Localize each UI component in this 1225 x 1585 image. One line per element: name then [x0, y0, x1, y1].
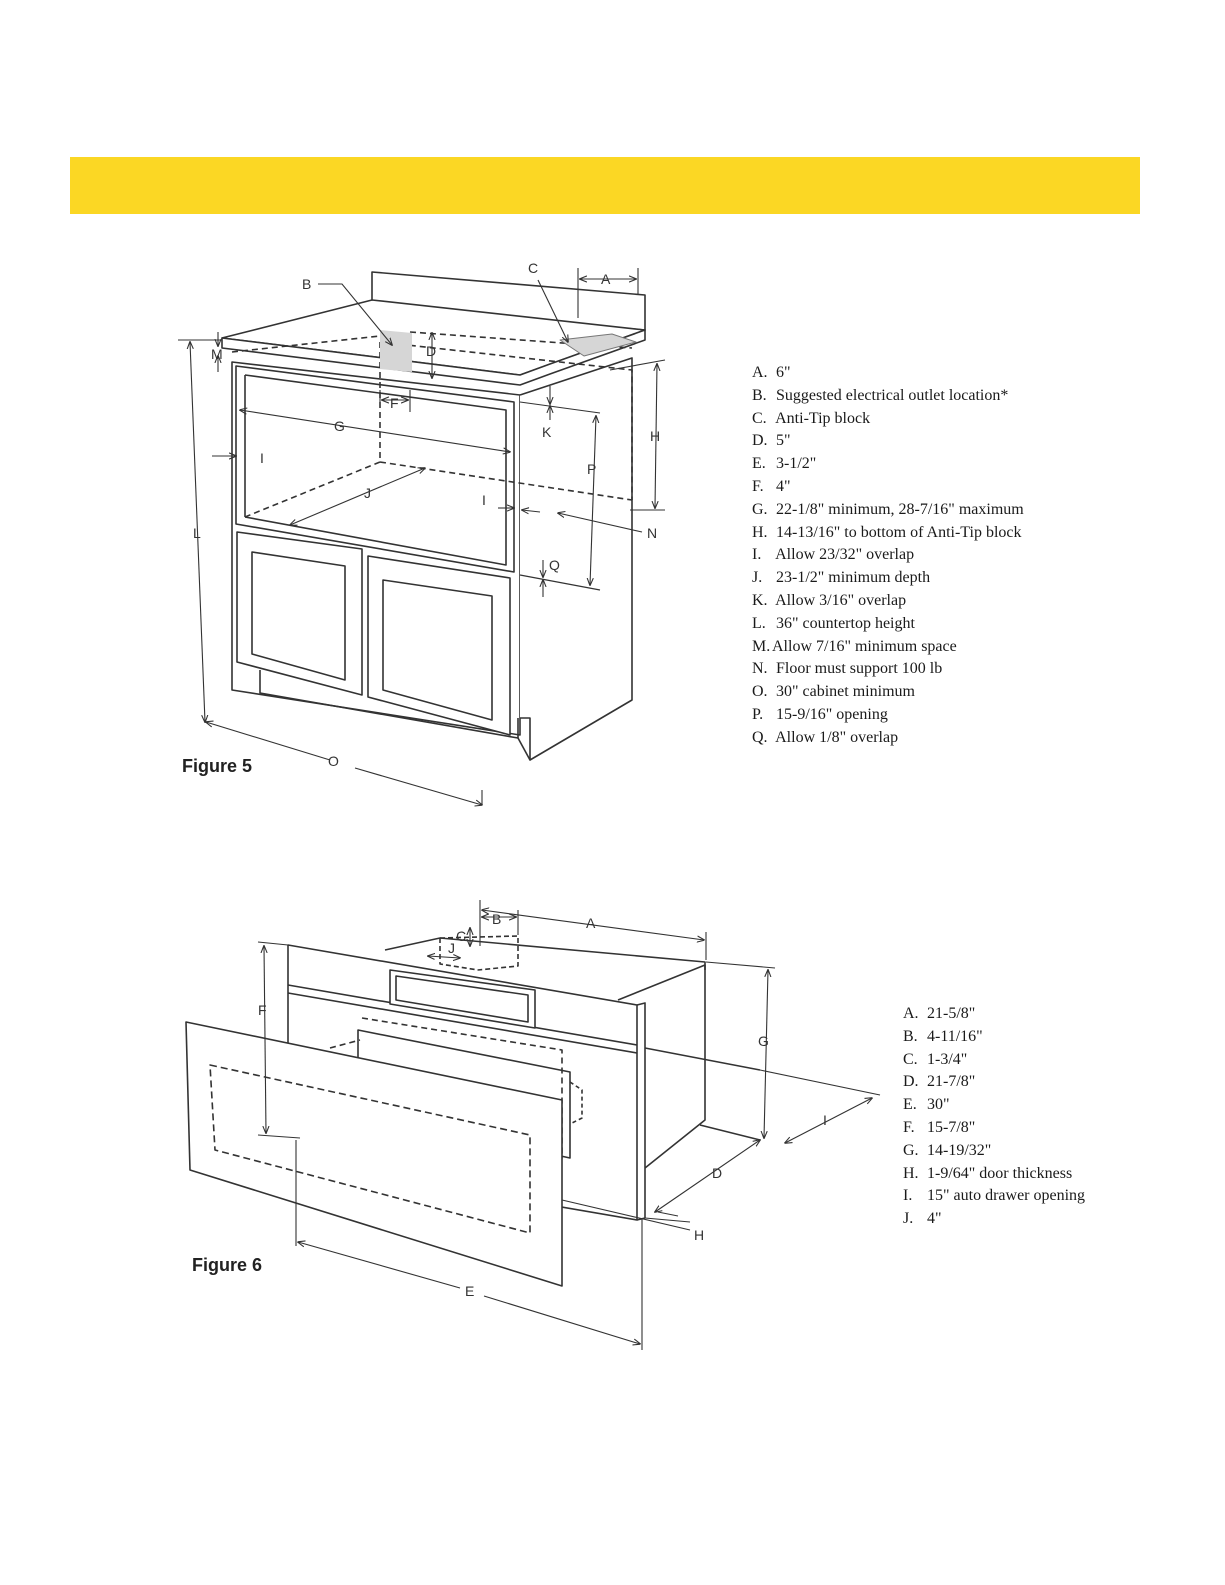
callout-i-right: I [482, 492, 486, 508]
callout-d: D [712, 1165, 722, 1181]
figure6-legend: A. 21-5/8" B. 4-11/16" C. 1-3/4" D. 21-7… [903, 1003, 1085, 1231]
callout-b: B [492, 911, 501, 927]
legend-item-g: G. 22-1/8" minimum, 28-7/16" maximum [752, 500, 1024, 518]
callout-l: L [193, 525, 201, 541]
legend-item-b: B. 4-11/16" [903, 1027, 983, 1045]
legend-item-q: Q. Allow 1/8" overlap [752, 728, 899, 746]
legend-item-h: H. 14-13/16" to bottom of Anti-Tip block [752, 523, 1022, 541]
callout-g: G [334, 418, 345, 434]
callout-b: B [302, 276, 311, 292]
callout-a: A [586, 915, 596, 931]
legend-item-b: B. Suggested electrical outlet location* [752, 386, 1009, 404]
legend-item-f: F. 4" [752, 477, 791, 495]
figure6-drawing [185, 935, 761, 1287]
callout-e: E [465, 1283, 474, 1299]
legend-item-k: K. Allow 3/16" overlap [752, 591, 907, 609]
legend-item-l: L. 36" countertop height [752, 614, 915, 632]
callout-j: J [364, 485, 371, 501]
callout-h: H [650, 428, 660, 444]
legend-item-i: I. 15" auto drawer opening [903, 1187, 1086, 1205]
legend-item-j: J. 23-1/2" minimum depth [752, 569, 931, 587]
legend-item-f: F. 15-7/8" [903, 1118, 976, 1136]
figure5-caption: Figure 5 [182, 756, 253, 776]
legend-item-h: H. 1-9/64" door thickness [903, 1164, 1073, 1182]
figure6-caption: Figure 6 [192, 1255, 263, 1275]
callout-a: A [601, 271, 611, 287]
figure5-callouts: B C A D F G I J I K P H N Q M L O [193, 260, 660, 769]
callout-i: I [823, 1112, 827, 1128]
callout-i-left: I [260, 450, 264, 466]
legend-item-a: A. 21-5/8" [903, 1005, 976, 1022]
legend-item-a: A. 6" [752, 364, 791, 381]
legend-item-g: G. 14-19/32" [903, 1141, 992, 1159]
legend-item-j: J. 4" [903, 1210, 942, 1228]
legend-item-c: C. 1-3/4" [903, 1050, 968, 1068]
legend-item-e: E. 3-1/2" [752, 455, 817, 473]
legend-item-i: I. Allow 23/32" overlap [752, 546, 915, 564]
callout-m: M [211, 346, 223, 362]
legend-item-d: D. 5" [752, 432, 791, 450]
callout-c: C [528, 260, 538, 276]
callout-g: G [758, 1033, 769, 1049]
legend-item-o: O. 30" cabinet minimum [752, 683, 915, 701]
callout-c: C [456, 928, 466, 944]
header-banner [70, 157, 1140, 214]
callout-k: K [542, 424, 552, 440]
callout-f: F [258, 1002, 267, 1018]
legend-item-d: D. 21-7/8" [903, 1073, 976, 1091]
legend-item-p: P. 15-9/16" opening [752, 705, 888, 723]
callout-n: N [647, 525, 657, 541]
legend-item-n: N. Floor must support 100 lb [752, 660, 943, 678]
callout-f: F [390, 395, 399, 411]
legend-item-e: E. 30" [903, 1096, 950, 1114]
callout-h: H [694, 1227, 704, 1243]
callout-o: O [328, 753, 339, 769]
callout-p: P [587, 461, 596, 477]
callout-d: D [426, 343, 436, 359]
callout-j: J [448, 940, 455, 956]
callout-q: Q [549, 557, 560, 573]
figure6-callouts: A B C J F G I D H E [258, 911, 827, 1299]
legend-item-c: C. Anti-Tip block [752, 409, 871, 427]
figure5-drawing [221, 271, 646, 761]
legend-item-m: M.Allow 7/16" minimum space [752, 637, 957, 655]
figure5-legend: A. 6" B. Suggested electrical outlet loc… [752, 362, 1024, 750]
